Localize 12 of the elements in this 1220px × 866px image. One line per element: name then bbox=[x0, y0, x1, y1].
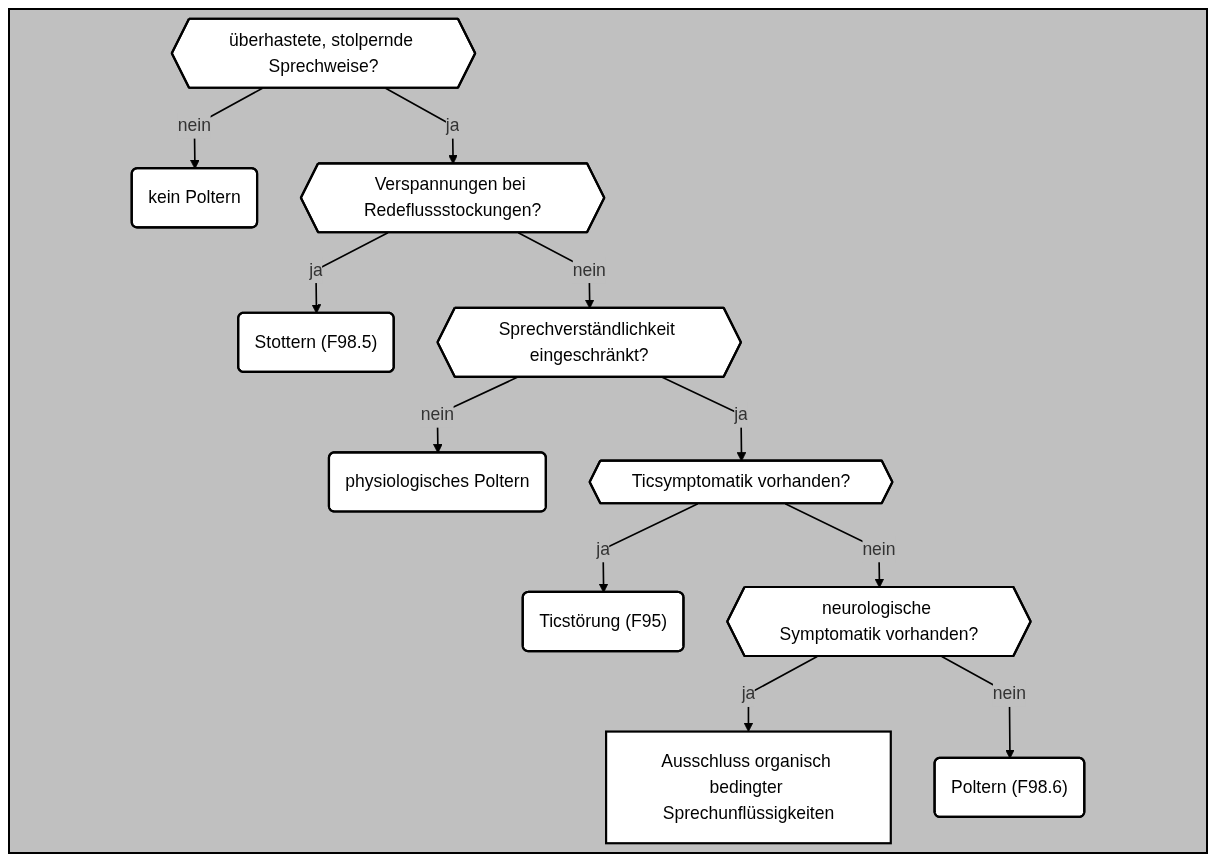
panel-background: nein ja ja nein nein ja ja nein ja nein überhastete, stolpernde Sprechweise? kein Poltern Verspannungen bei Redeflussstockungen? Stottern (F98.5) Sprechverständlichkeit eingeschränkt? physiologisches Poltern Ticsymptomatik vorhanden? Ticstörung (F95) neurologische Symptomatik vorhanden? Ausschluss organisch bedingter Sprechunflüssigkeiten Poltern (F98.6) bbox=[8, 8, 1208, 854]
edge-label: nein bbox=[992, 683, 1026, 703]
edge-label: nein bbox=[572, 260, 606, 279]
edge-label: ja bbox=[741, 683, 756, 703]
edge-label: nein bbox=[420, 404, 454, 424]
edge-label: ja bbox=[309, 260, 323, 279]
edge-label: ja bbox=[445, 115, 460, 135]
edge-label: nein bbox=[862, 539, 896, 559]
edge-label: ja bbox=[596, 539, 610, 559]
node-box bbox=[605, 730, 892, 845]
edge-label: ja bbox=[734, 404, 748, 424]
edge-label: nein bbox=[177, 115, 211, 135]
